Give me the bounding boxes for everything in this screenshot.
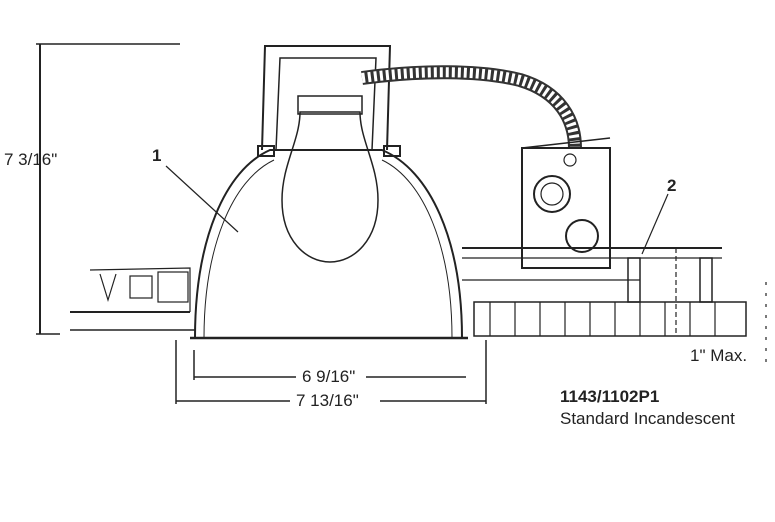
- height-dimension-label: 7 3/16": [4, 150, 58, 169]
- product-description: Standard Incandescent: [560, 409, 735, 428]
- junction-box: [521, 147, 611, 269]
- lamp-bulb: [281, 111, 379, 263]
- flexible-conduit: [361, 65, 582, 149]
- ceiling-frame: [473, 301, 747, 337]
- outer-width-dimension-label: 7 13/16": [296, 391, 359, 410]
- model-number: 1143/1102P1: [560, 387, 660, 406]
- ceiling-max-label: 1" Max.: [690, 346, 748, 365]
- callout-1-leader: [165, 165, 239, 233]
- callout-2-leader: [641, 193, 669, 255]
- bar-hanger-clip: [627, 257, 641, 303]
- inner-width-dimension-label: 6 9/16": [302, 367, 356, 386]
- reflector-housing: [194, 149, 463, 339]
- callout-1-label: 1: [152, 146, 162, 165]
- mounting-yoke: [261, 45, 392, 151]
- callout-2-label: 2: [667, 176, 677, 195]
